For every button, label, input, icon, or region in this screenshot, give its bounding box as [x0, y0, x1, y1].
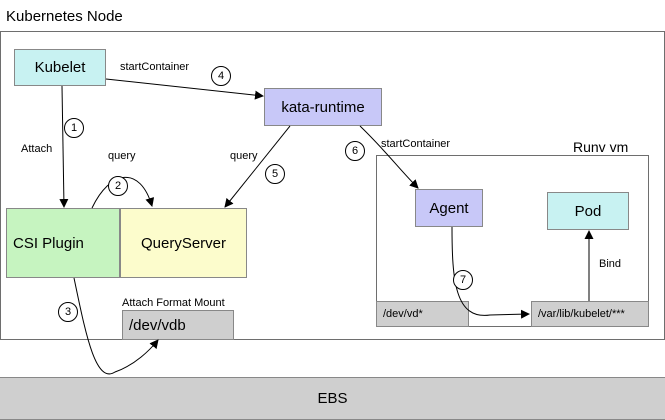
- runv-vm-frame: [376, 155, 649, 327]
- step-marker: 2: [108, 176, 128, 196]
- step-marker: 3: [58, 302, 78, 322]
- step-marker: 5: [265, 164, 285, 184]
- kata-runtime-box: kata-runtime: [264, 88, 382, 126]
- attach-format-mount-label: Attach Format Mount: [122, 297, 225, 309]
- query-server-box: QueryServer: [120, 208, 247, 278]
- agent-to-var-lib-arrow: [451, 226, 530, 319]
- dev-vd-box: /dev/vd*: [376, 301, 469, 327]
- runv-vm-title: Runv vm: [573, 139, 629, 155]
- attach-label: Attach: [21, 143, 53, 155]
- kubelet-to-kata-arrow: [105, 78, 264, 100]
- ebs-box: EBS: [0, 377, 665, 420]
- dev-vdb-box: /dev/vdb: [122, 310, 234, 340]
- pod-box: Pod: [547, 192, 629, 230]
- step-marker: 6: [345, 141, 365, 161]
- step-marker: 7: [453, 270, 473, 290]
- query-label-2: query: [230, 150, 258, 162]
- kata-to-agent-arrow: [359, 125, 419, 189]
- start-container-label-2: startContainer: [381, 138, 451, 150]
- var-lib-kubelet-box: /var/lib/kubelet/***: [531, 301, 649, 327]
- step-marker: 1: [64, 118, 84, 138]
- start-container-label-1: startContainer: [120, 61, 190, 73]
- bind-label: Bind: [599, 258, 622, 270]
- csi-plugin-box: CSI Plugin: [6, 208, 120, 278]
- query-label-1: query: [108, 150, 136, 162]
- csi-to-dev-vdb-arrow: [73, 277, 159, 375]
- kubelet-box: Kubelet: [14, 49, 106, 86]
- kubernetes-node-title: Kubernetes Node: [6, 8, 123, 25]
- kubelet-to-csi-arrow: [59, 85, 69, 208]
- agent-box: Agent: [415, 189, 483, 227]
- kata-to-queryserver-arrow: [224, 125, 291, 208]
- step-marker: 4: [211, 66, 231, 86]
